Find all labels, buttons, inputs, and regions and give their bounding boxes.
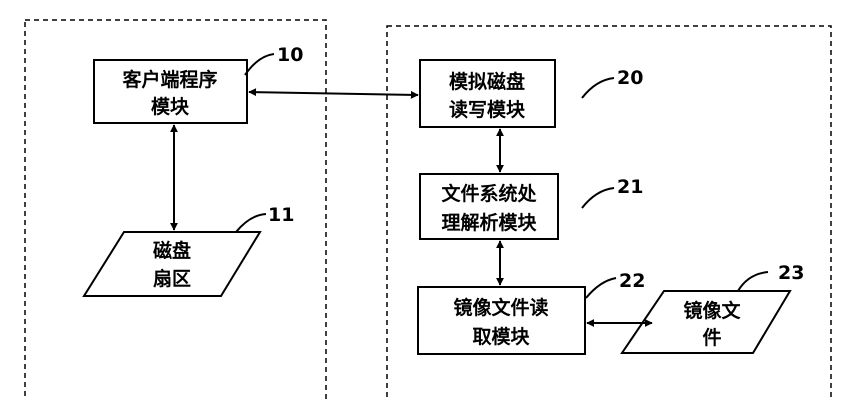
image-read-module: 镜像文件读 取模块 (417, 286, 586, 355)
image-read-module-ref-leader (585, 277, 617, 299)
image-file-ref-leader (737, 271, 769, 292)
disk-sector: 磁盘 扇区 (82, 231, 262, 297)
disk-sector-line2: 扇区 (153, 267, 191, 290)
right-panel (386, 25, 832, 400)
left-panel (24, 19, 327, 400)
client-module-ref: 10 (277, 44, 303, 66)
image-file-ref: 23 (778, 262, 804, 284)
client-module-ref-leader (244, 53, 275, 76)
image-read-module-line2: 取模块 (472, 325, 530, 348)
virtual-disk-module: 模拟磁盘 读写模块 (419, 59, 556, 128)
fs-parse-module: 文件系统处 理解析模块 (419, 173, 559, 240)
client-module: 客户端程序 模块 (93, 59, 248, 124)
virtual-disk-module-ref-leader (581, 77, 615, 99)
image-read-module-ref: 22 (619, 270, 645, 292)
image-file-line2: 件 (702, 326, 721, 349)
arrow-client-virtual-disk (248, 88, 419, 99)
client-module-line2: 模块 (151, 95, 190, 118)
fs-parse-module-ref: 21 (617, 176, 643, 198)
client-module-line1: 客户端程序 (122, 68, 217, 91)
image-file: 镜像文 件 (620, 290, 792, 354)
virtual-disk-module-line1: 模拟磁盘 (449, 70, 525, 93)
virtual-disk-module-line2: 读写模块 (449, 98, 526, 121)
fs-parse-module-line1: 文件系统处 (441, 182, 537, 205)
fs-parse-module-ref-leader (581, 187, 615, 209)
disk-sector-line1: 磁盘 (153, 239, 191, 262)
virtual-disk-module-ref: 20 (617, 67, 643, 89)
fs-parse-module-line2: 理解析模块 (441, 211, 537, 234)
image-file-line1: 镜像文 (683, 299, 741, 322)
disk-sector-ref-leader (235, 213, 267, 233)
image-read-module-line1: 镜像文件读 (453, 296, 548, 319)
disk-sector-ref: 11 (268, 204, 294, 226)
